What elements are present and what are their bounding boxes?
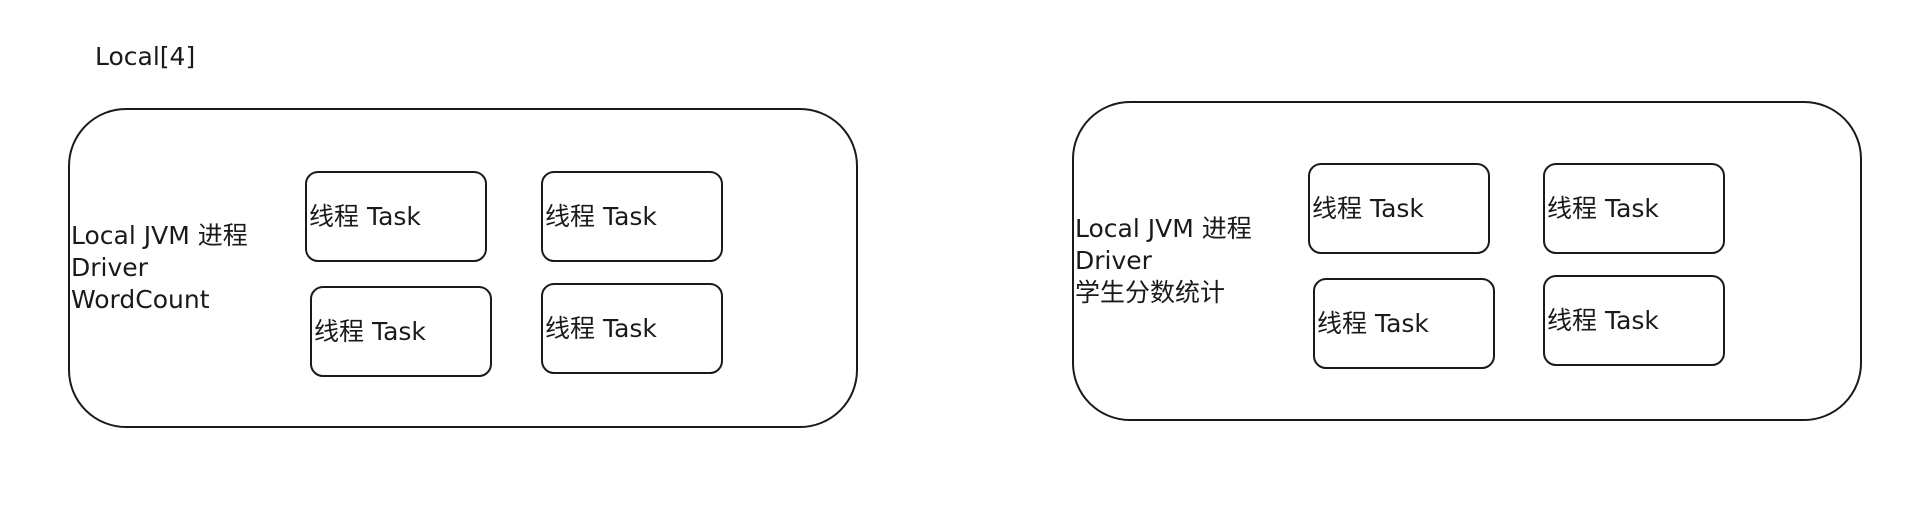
role-label-line: Driver — [1075, 246, 1152, 275]
thread-task-box: 线程 Task — [310, 286, 492, 377]
thread-task-box: 线程 Task — [541, 171, 723, 262]
app-label-line: 学生分数统计 — [1075, 278, 1226, 307]
jvm-process-label-wordcount: Local JVM 进程 Driver WordCount — [71, 220, 248, 316]
app-label-line: WordCount — [71, 285, 210, 314]
jvm-process-label-score-stats: Local JVM 进程 Driver 学生分数统计 — [1075, 213, 1252, 309]
jvm-process-container-wordcount — [68, 108, 858, 428]
process-label-line: Local JVM 进程 — [1075, 214, 1252, 243]
thread-task-box: 线程 Task — [1308, 163, 1490, 254]
thread-task-box: 线程 Task — [541, 283, 723, 374]
thread-task-box: 线程 Task — [1543, 163, 1725, 254]
jvm-process-container-score-stats — [1072, 101, 1862, 421]
thread-task-box: 线程 Task — [1313, 278, 1495, 369]
role-label-line: Driver — [71, 253, 148, 282]
diagram-title: Local[4] — [95, 42, 196, 71]
thread-task-box: 线程 Task — [305, 171, 487, 262]
thread-task-box: 线程 Task — [1543, 275, 1725, 366]
process-label-line: Local JVM 进程 — [71, 221, 248, 250]
